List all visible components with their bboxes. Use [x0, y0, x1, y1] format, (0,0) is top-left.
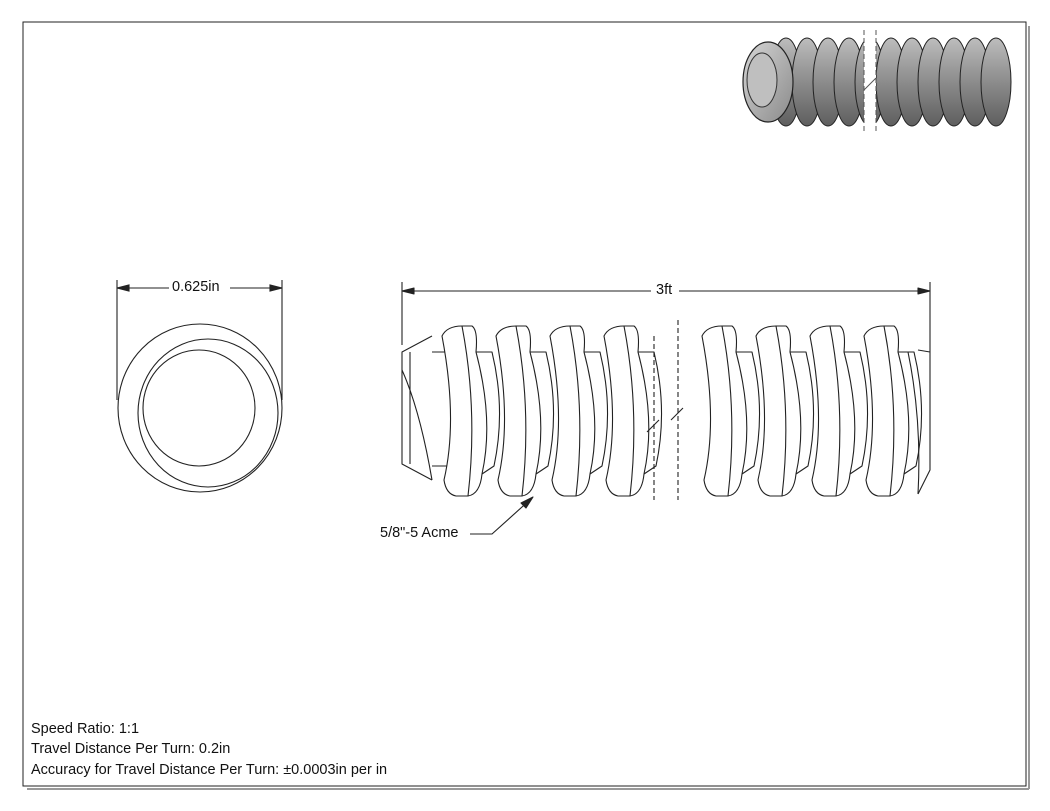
iso-render [742, 28, 1012, 136]
break-mark-2 [670, 407, 684, 421]
sheet-border [22, 21, 1027, 787]
thread-callout-label: 5/8"-5 Acme [380, 525, 459, 541]
thread-right-crest [701, 325, 761, 497]
thread-left-crest [441, 325, 501, 497]
thread-right-crest [755, 325, 815, 497]
end-view-outer-circle [117, 323, 283, 493]
render-break-mark [863, 77, 877, 91]
thread-left-crest [603, 325, 663, 497]
break-mark-1 [646, 419, 660, 433]
right-end-thread-run-out [907, 351, 920, 495]
length-dimension-label: 3ft [656, 282, 673, 298]
callout-leader [470, 497, 533, 535]
length-arrow-right [917, 287, 931, 295]
end-view [116, 280, 283, 493]
right-end-chamfer [917, 349, 931, 495]
thread-left-crest [549, 325, 609, 497]
thread-right-crest [809, 325, 869, 497]
thread-section-right [701, 325, 923, 497]
left-end-chamfer [401, 335, 433, 481]
end-view-root-circle [142, 349, 256, 467]
side-view [401, 282, 931, 535]
diameter-arrow-right [269, 284, 283, 292]
note-travel-distance: Travel Distance Per Turn: 0.2in [31, 741, 231, 757]
thread-section-left [441, 325, 663, 497]
render-break-gap [864, 28, 876, 136]
render-thread-ridges [770, 37, 1012, 127]
length-arrow-left [401, 287, 415, 295]
left-end-thread-start [401, 369, 433, 481]
callout-arrow [520, 496, 534, 509]
end-view-thread-circle [137, 338, 279, 488]
diameter-dimension-label: 0.625in [172, 279, 220, 295]
thread-right-crest [863, 325, 923, 497]
render-end-face-inner [746, 52, 778, 108]
render-ridge [980, 37, 1012, 127]
note-accuracy: Accuracy for Travel Distance Per Turn: ±… [31, 762, 388, 778]
diameter-arrow-left [116, 284, 130, 292]
note-speed-ratio: Speed Ratio: 1:1 [31, 721, 140, 737]
thread-left-crest [495, 325, 555, 497]
